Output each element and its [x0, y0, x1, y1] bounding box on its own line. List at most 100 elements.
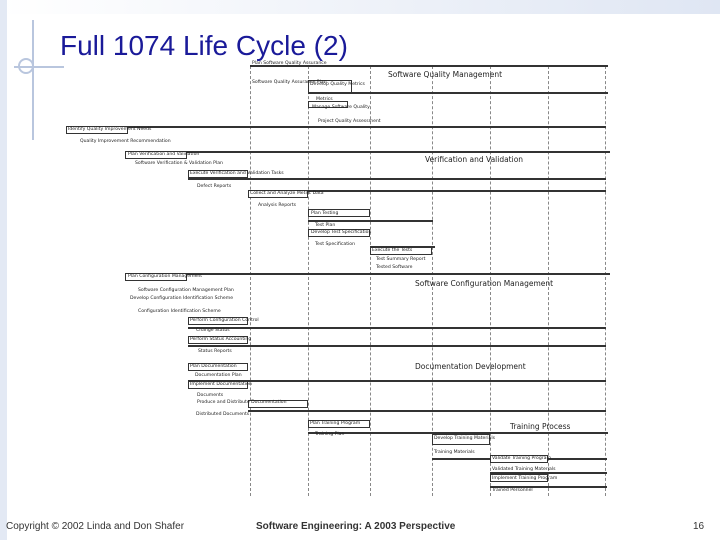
activity-label: Plan Testing: [311, 211, 339, 216]
phase-bar: [188, 327, 606, 329]
footer-copyright: Copyright © 2002 Linda and Don Shafer: [6, 521, 185, 532]
activity-label: Validate Training Program: [492, 456, 551, 461]
phase-bar: [490, 472, 607, 474]
activity-label: Analysis Reports: [258, 203, 297, 208]
activity-box: [248, 400, 308, 408]
phase-bar: [248, 190, 606, 192]
activity-label: Test Summary Report: [376, 257, 426, 262]
activity-box: [188, 363, 248, 371]
phase-bar: [125, 151, 610, 153]
phase-bar: [188, 178, 606, 180]
phase-bar: [490, 486, 607, 488]
activity-box: [308, 80, 352, 93]
phase-bar: [250, 65, 608, 67]
phase-dashed-line: [308, 66, 309, 496]
activity-label: Defect Reports: [197, 184, 232, 189]
phase-dashed-line: [250, 66, 251, 496]
activity-box: [125, 151, 187, 159]
phase-bar: [370, 246, 435, 248]
activity-label: Develop Test Specification: [311, 230, 372, 235]
activity-label: Manage Software Quality: [312, 105, 370, 110]
activity-box: [188, 317, 248, 325]
phase-bar: [188, 345, 606, 347]
activity-label: Metrics: [316, 97, 333, 102]
activity-box: [490, 455, 548, 463]
activity-label: Plan Training Program: [310, 421, 361, 426]
activity-label: Execute Verification and Validation Task…: [190, 171, 284, 176]
section-label: Software Quality Management: [388, 70, 503, 79]
phase-dashed-line: [490, 66, 491, 496]
activity-box: [308, 101, 348, 108]
phase-bar: [308, 432, 608, 434]
activity-label: Software Configuration Management Plan: [138, 288, 234, 293]
activity-label: Documentation Plan: [195, 373, 242, 378]
footer-page-number: 16: [693, 521, 705, 532]
activity-label: Execute the Tests: [372, 248, 413, 253]
section-label: Training Process: [510, 422, 571, 431]
section-label: Verification and Validation: [425, 155, 524, 164]
activity-label: Software Quality Assurance Plan: [252, 80, 327, 85]
activity-box: [308, 420, 370, 428]
activity-label: Plan Verification and Validation: [128, 152, 200, 157]
phase-bar: [308, 220, 433, 222]
activity-label: Perform Configuration Control: [190, 318, 259, 323]
activity-label: Test Specification: [315, 242, 355, 247]
activity-label: Validated Training Materials: [492, 467, 556, 472]
activity-box: [490, 474, 548, 482]
activity-label: Produce and Distribute Documentation: [197, 400, 287, 405]
activity-box: [188, 170, 248, 178]
activity-label: Trained Personnel: [492, 488, 533, 493]
activity-box: [370, 247, 432, 255]
activity-label: Tested Software: [376, 265, 413, 270]
phase-bar: [125, 273, 610, 275]
activity-label: Project Quality Assessment: [318, 119, 381, 124]
phase-bar: [248, 410, 606, 412]
activity-label: Documents: [197, 393, 224, 398]
activity-box: [188, 336, 248, 344]
activity-label: Software Verification & Validation Plan: [135, 161, 223, 166]
activity-box: [66, 126, 128, 134]
footer-course-title: Software Engineering: A 2003 Perspective: [256, 521, 456, 532]
activity-label: Training Materials: [434, 450, 475, 455]
phase-dashed-line: [432, 66, 433, 496]
activity-label: Plan Documentation: [190, 364, 237, 369]
activity-label: Plan Software Quality Assurance: [252, 61, 327, 66]
activity-box: [308, 229, 370, 237]
activity-label: Distributed Documents: [196, 412, 250, 417]
activity-box: [248, 190, 308, 198]
activity-label: Change Status: [196, 328, 230, 333]
activity-box: [125, 273, 187, 281]
phase-dashed-line: [605, 66, 606, 496]
decor-vertical-line: [32, 20, 34, 140]
slide-title: Full 1074 Life Cycle (2): [60, 30, 348, 61]
top-gradient-band: [0, 0, 720, 14]
phase-bar: [66, 126, 606, 128]
activity-label: Implement Training Program: [492, 476, 558, 481]
phase-dashed-line: [548, 66, 549, 496]
activity-box: [188, 381, 248, 389]
activity-label: Training Plan: [315, 432, 345, 437]
activity-label: Collect and Analyze Metric Data: [250, 191, 324, 196]
activity-label: Implement Documentation: [190, 382, 252, 387]
activity-label: Configuration Identification Scheme: [138, 309, 221, 314]
activity-label: Develop Configuration Identification Sch…: [130, 296, 234, 301]
phase-dashed-line: [370, 66, 371, 496]
activity-label: Quality Improvement Recommendation: [80, 139, 171, 144]
decor-horizontal-line: [14, 66, 64, 68]
left-accent-strip: [0, 0, 7, 540]
activity-label: Plan Configuration Management: [128, 274, 203, 279]
section-label: Documentation Development: [415, 362, 526, 371]
activity-label: Status Reports: [198, 349, 232, 354]
decor-circle: [18, 58, 34, 74]
section-label: Software Configuration Management: [415, 279, 554, 288]
activity-box: [308, 209, 370, 217]
activity-label: Perform Status Accounting: [190, 337, 252, 342]
activity-box: [432, 434, 490, 445]
activity-label: Identify Quality Improvement Needs: [68, 127, 152, 132]
activity-label: Develop Quality Metrics: [310, 82, 365, 87]
activity-label: Test Plan: [315, 223, 336, 228]
phase-bar: [188, 380, 606, 382]
phase-bar: [308, 92, 608, 94]
activity-label: Develop Training Materials: [434, 436, 496, 441]
